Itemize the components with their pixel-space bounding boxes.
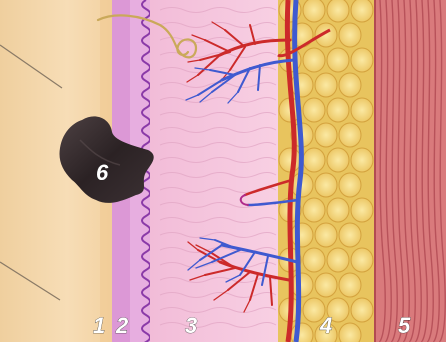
label-6: 6 bbox=[96, 160, 109, 185]
label-2: 2 bbox=[115, 313, 129, 338]
label-3: 3 bbox=[185, 313, 197, 338]
muscle-layer bbox=[375, 0, 446, 342]
label-4: 4 bbox=[319, 313, 332, 338]
dermis-layer bbox=[150, 0, 278, 342]
label-5: 5 bbox=[398, 313, 411, 338]
label-1: 1 bbox=[93, 313, 105, 338]
